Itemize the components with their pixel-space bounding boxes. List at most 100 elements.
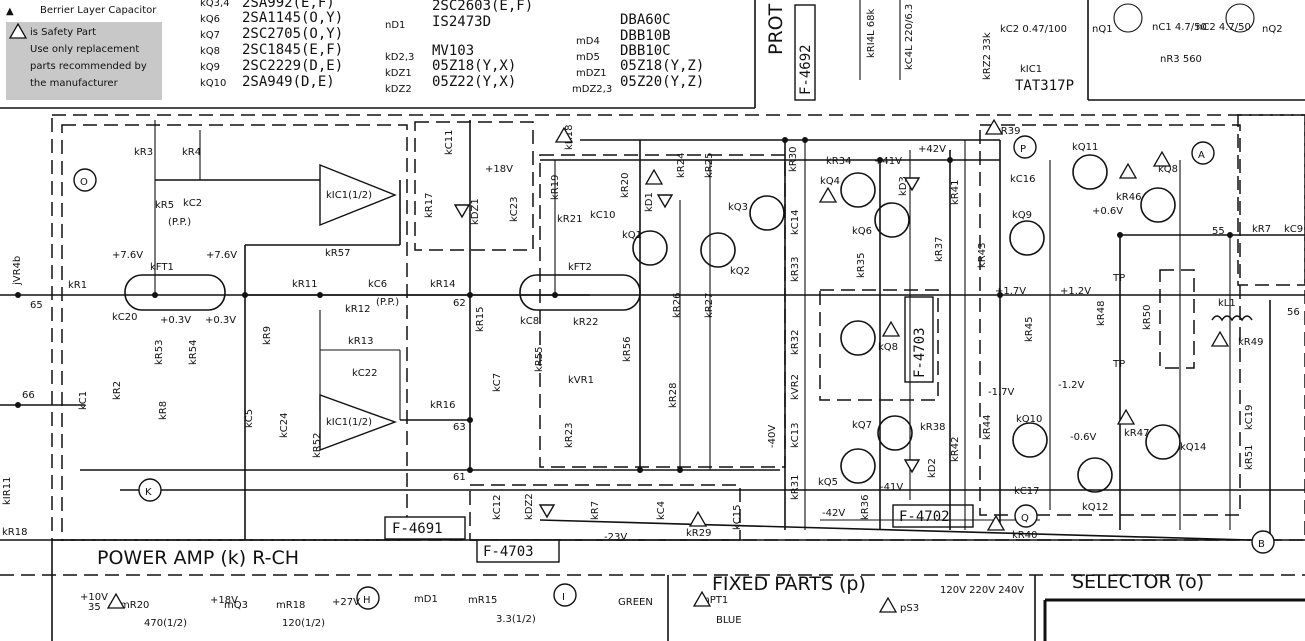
svg-text:kR36: kR36: [860, 495, 871, 520]
svg-text:kD3: kD3: [898, 176, 909, 196]
svg-text:kQ10: kQ10: [1016, 414, 1042, 425]
transistor-kq7: [877, 415, 913, 451]
opamp-kic1-top: [319, 163, 397, 227]
transistor-kq8-mid: [840, 320, 876, 356]
diode-kd1: [656, 194, 674, 209]
warning-icon: [881, 320, 901, 337]
svg-text:kR22: kR22: [573, 317, 598, 328]
svg-text:kC2: kC2: [183, 198, 202, 209]
svg-text:K: K: [145, 487, 152, 498]
svg-text:kR50: kR50: [1142, 305, 1153, 330]
board-outlines: [51, 114, 1305, 541]
svg-text:kR21: kR21: [557, 214, 582, 225]
transistor-kq1: [632, 230, 668, 266]
svg-text:F-4702: F-4702: [899, 509, 950, 525]
svg-text:nC2 4.7/50: nC2 4.7/50: [1196, 22, 1251, 33]
svg-text:nR3 560: nR3 560: [1160, 54, 1202, 65]
svg-text:kR9: kR9: [262, 326, 273, 345]
svg-text:jVR4b: jVR4b: [12, 256, 23, 286]
svg-text:05Z22(Y,X): 05Z22(Y,X): [432, 74, 516, 90]
svg-text:kQ3: kQ3: [728, 202, 748, 213]
svg-text:kDZ1: kDZ1: [470, 198, 481, 225]
svg-text:120V 220V 240V: 120V 220V 240V: [940, 585, 1024, 596]
svg-text:kIC1: kIC1: [1020, 64, 1042, 75]
svg-text:+18V: +18V: [485, 164, 513, 175]
svg-text:05Z20(Y,Z): 05Z20(Y,Z): [620, 74, 704, 90]
svg-text:2SC2229(D,E): 2SC2229(D,E): [242, 58, 343, 74]
svg-text:+0.3V: +0.3V: [205, 315, 236, 326]
node-numbers: 65 66 62 63 61 55 56 35: [22, 226, 1300, 613]
svg-text:+27V: +27V: [332, 597, 360, 608]
svg-text:nC1 4.7/50: nC1 4.7/50: [1152, 22, 1207, 33]
svg-text:2SA992(E,F): 2SA992(E,F): [242, 0, 335, 11]
svg-text:+0.6V: +0.6V: [1092, 206, 1123, 217]
svg-text:kR23: kR23: [564, 423, 575, 448]
transistor-kq14: [1145, 424, 1181, 460]
svg-text:B: B: [1258, 539, 1265, 550]
svg-text:kC19: kC19: [1244, 405, 1255, 431]
svg-text:kR34: kR34: [826, 156, 851, 167]
svg-text:TP: TP: [1112, 359, 1125, 370]
svg-text:GREEN: GREEN: [618, 597, 653, 608]
svg-text:kIC1(1/2): kIC1(1/2): [326, 190, 372, 201]
svg-text:the manufacturer: the manufacturer: [30, 78, 119, 89]
svg-text:kR20: kR20: [620, 173, 631, 198]
svg-text:F-4703: F-4703: [912, 327, 928, 378]
transistor-kq3: [749, 195, 785, 231]
svg-text:DBB10C: DBB10C: [620, 43, 671, 59]
svg-text:kQ5: kQ5: [818, 477, 838, 488]
component-labels: kR3 kR4 kR5 kC2 kR57 kFT1 kR1 jVR4b kC20…: [2, 125, 1303, 614]
connector-o: [73, 168, 97, 192]
svg-text:kR52: kR52: [312, 433, 323, 458]
diode-kd3: [903, 177, 921, 192]
svg-text:kC10: kC10: [590, 210, 616, 221]
svg-text:nD1: nD1: [385, 20, 405, 31]
warning-icon: [1116, 408, 1136, 425]
svg-text:kR48: kR48: [1096, 301, 1107, 326]
svg-text:66: 66: [22, 390, 35, 401]
svg-text:F-4703: F-4703: [483, 544, 534, 560]
svg-text:▲: ▲: [6, 6, 14, 17]
svg-text:-42V: -42V: [822, 508, 845, 519]
connector-p: [1013, 135, 1037, 159]
opamp-kic1-bottom: [319, 394, 398, 452]
transistor-kq11: [1072, 154, 1108, 190]
svg-text:kR49: kR49: [1238, 337, 1263, 348]
svg-text:kQ10: kQ10: [200, 78, 226, 89]
svg-text:pS3: pS3: [900, 603, 919, 614]
prot-title: PROT: [765, 3, 787, 55]
svg-text:kR28: kR28: [668, 383, 679, 408]
svg-text:+18V: +18V: [210, 595, 238, 606]
svg-text:kR3: kR3: [134, 147, 153, 158]
svg-text:kL1: kL1: [1218, 298, 1236, 309]
svg-text:62: 62: [453, 298, 466, 309]
svg-text:(P.P.): (P.P.): [168, 217, 191, 228]
svg-text:F-4691: F-4691: [392, 521, 443, 537]
svg-text:(P.P.): (P.P.): [376, 297, 399, 308]
svg-text:I: I: [562, 592, 565, 603]
svg-text:kVR2: kVR2: [790, 374, 801, 400]
junctions: [15, 137, 1233, 473]
svg-text:kQ8: kQ8: [200, 46, 220, 57]
transistor-kq12: [1077, 457, 1113, 493]
svg-text:kC12: kC12: [492, 495, 503, 521]
svg-text:kR26: kR26: [672, 293, 683, 318]
svg-text:-1.2V: -1.2V: [1058, 380, 1085, 391]
svg-text:kR12: kR12: [345, 304, 370, 315]
svg-text:kC1: kC1: [78, 391, 89, 410]
svg-text:kR5: kR5: [155, 200, 174, 211]
svg-text:mQ3: mQ3: [224, 600, 248, 611]
transistor-kq4: [840, 172, 876, 208]
svg-text:+41V: +41V: [874, 156, 902, 167]
svg-text:kR37: kR37: [934, 237, 945, 262]
svg-text:kIC1(1/2): kIC1(1/2): [326, 417, 372, 428]
svg-text:kR18: kR18: [2, 527, 27, 538]
svg-text:kR54: kR54: [188, 340, 199, 365]
svg-text:kR14: kR14: [430, 279, 455, 290]
svg-text:kR27: kR27: [704, 293, 715, 318]
svg-text:IS2473D: IS2473D: [432, 14, 491, 30]
svg-text:kQ1: kQ1: [622, 230, 642, 241]
svg-text:2SA949(D,E): 2SA949(D,E): [242, 74, 335, 90]
connector-q: [1014, 504, 1038, 528]
connector-i: [553, 583, 577, 607]
